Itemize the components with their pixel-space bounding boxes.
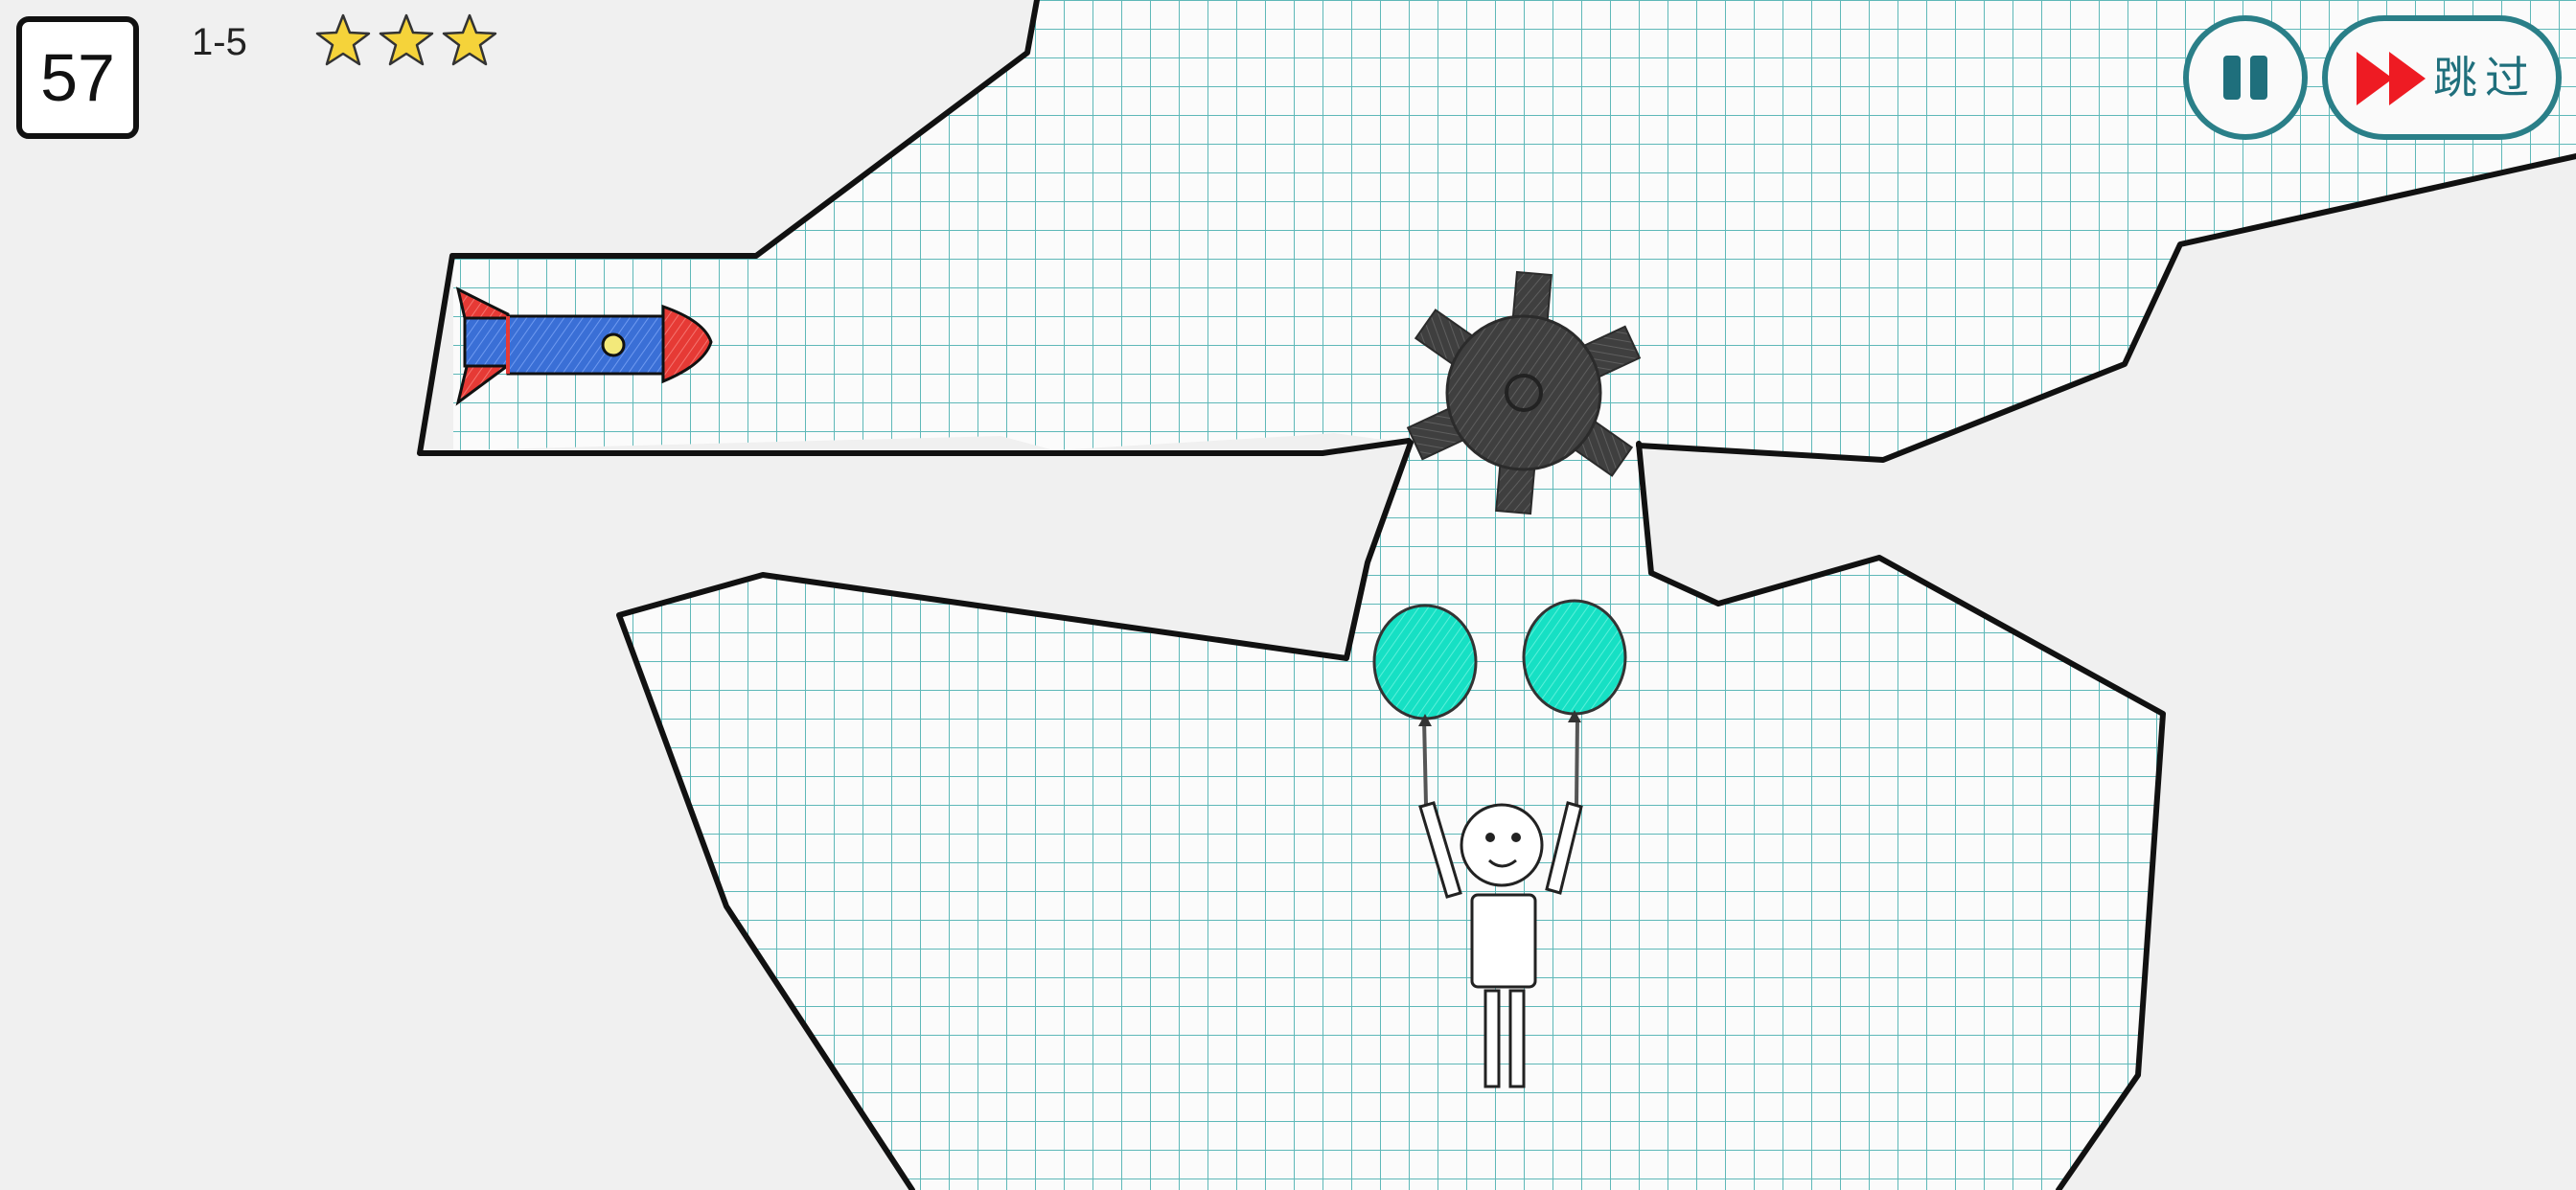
wall-outline-lower-right	[1636, 441, 2166, 1190]
paper-region-lower	[619, 440, 2163, 1190]
star-icon	[379, 13, 434, 66]
gear-icon	[1406, 270, 1642, 515]
level-label: 1-5	[192, 21, 247, 63]
skip-label: 跳过	[2433, 52, 2537, 103]
paper-region-upper	[453, 0, 2576, 460]
star-rating	[314, 11, 497, 73]
fast-forward-icon	[2357, 52, 2426, 105]
skip-button[interactable]: 跳过	[2322, 15, 2562, 140]
star-icon	[442, 13, 497, 66]
wall-outline-upper-right	[1636, 153, 2576, 463]
move-counter: 57	[16, 16, 139, 139]
stick-figure-icon	[1418, 801, 1583, 1088]
wall-outline-upper	[417, 0, 1412, 456]
balloon-icon	[1522, 599, 1627, 722]
star-icon	[315, 13, 371, 66]
wall-outline-lower	[616, 440, 1414, 1190]
balloon-string-left	[1422, 718, 1428, 806]
pause-button[interactable]	[2183, 15, 2308, 140]
balloon-icon	[1372, 604, 1478, 726]
balloon-string-right	[1575, 718, 1579, 806]
rocket-icon	[455, 286, 713, 406]
